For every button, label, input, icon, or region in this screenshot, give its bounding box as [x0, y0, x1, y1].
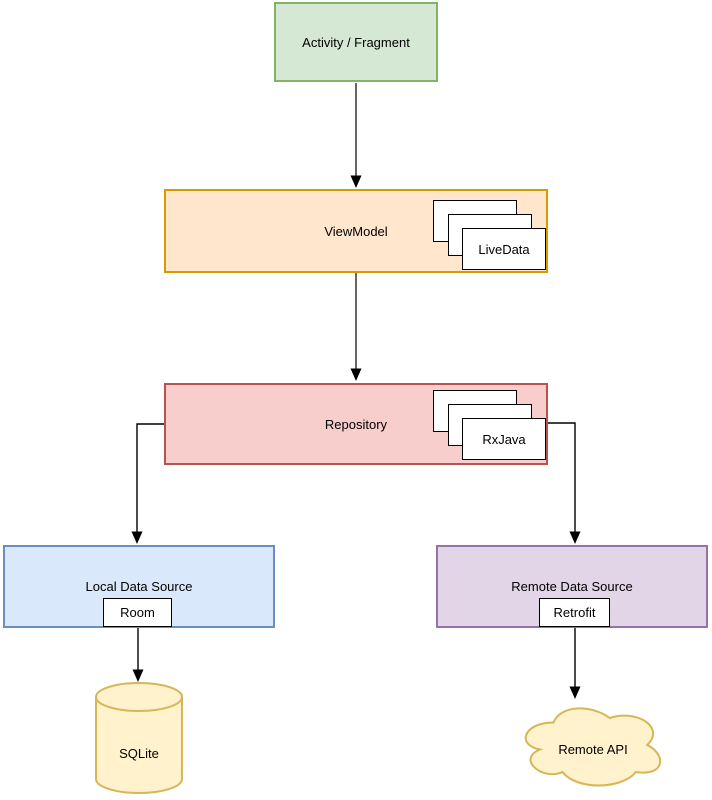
- retrofit-badge-label: Retrofit: [553, 605, 596, 620]
- arrow-activity-to-viewmodel: [350, 83, 362, 188]
- remote-api-label: Remote API: [558, 742, 627, 757]
- activity-fragment-label: Activity / Fragment: [302, 34, 410, 50]
- remote-data-source-label: Remote Data Source: [511, 579, 633, 594]
- repository-label: Repository: [324, 416, 388, 432]
- arrow-room-to-sqlite: [132, 627, 144, 682]
- rxjava-card-front: RxJava: [462, 418, 546, 460]
- sqlite-database-cylinder: SQLite: [95, 682, 183, 794]
- activity-fragment-node: Activity / Fragment: [274, 2, 438, 82]
- arrow-retrofit-to-remote-api: [569, 627, 581, 699]
- rxjava-card-front-label: RxJava: [482, 431, 526, 447]
- sqlite-label: SQLite: [119, 746, 159, 761]
- room-badge: Room: [103, 598, 172, 627]
- local-data-source-label: Local Data Source: [85, 579, 193, 594]
- viewmodel-label: ViewModel: [324, 223, 388, 239]
- arrow-repository-to-local-source: [131, 423, 164, 544]
- livedata-card-front-label: LiveData: [478, 241, 530, 257]
- room-badge-label: Room: [120, 605, 155, 620]
- remote-api-cloud: Remote API: [524, 707, 662, 787]
- arrow-repository-to-remote-source: [548, 422, 581, 544]
- livedata-card-front: LiveData: [462, 228, 546, 270]
- retrofit-badge: Retrofit: [539, 598, 610, 627]
- arrow-viewmodel-to-repository: [350, 273, 362, 381]
- remote-data-source-node: Remote Data Source: [436, 545, 708, 628]
